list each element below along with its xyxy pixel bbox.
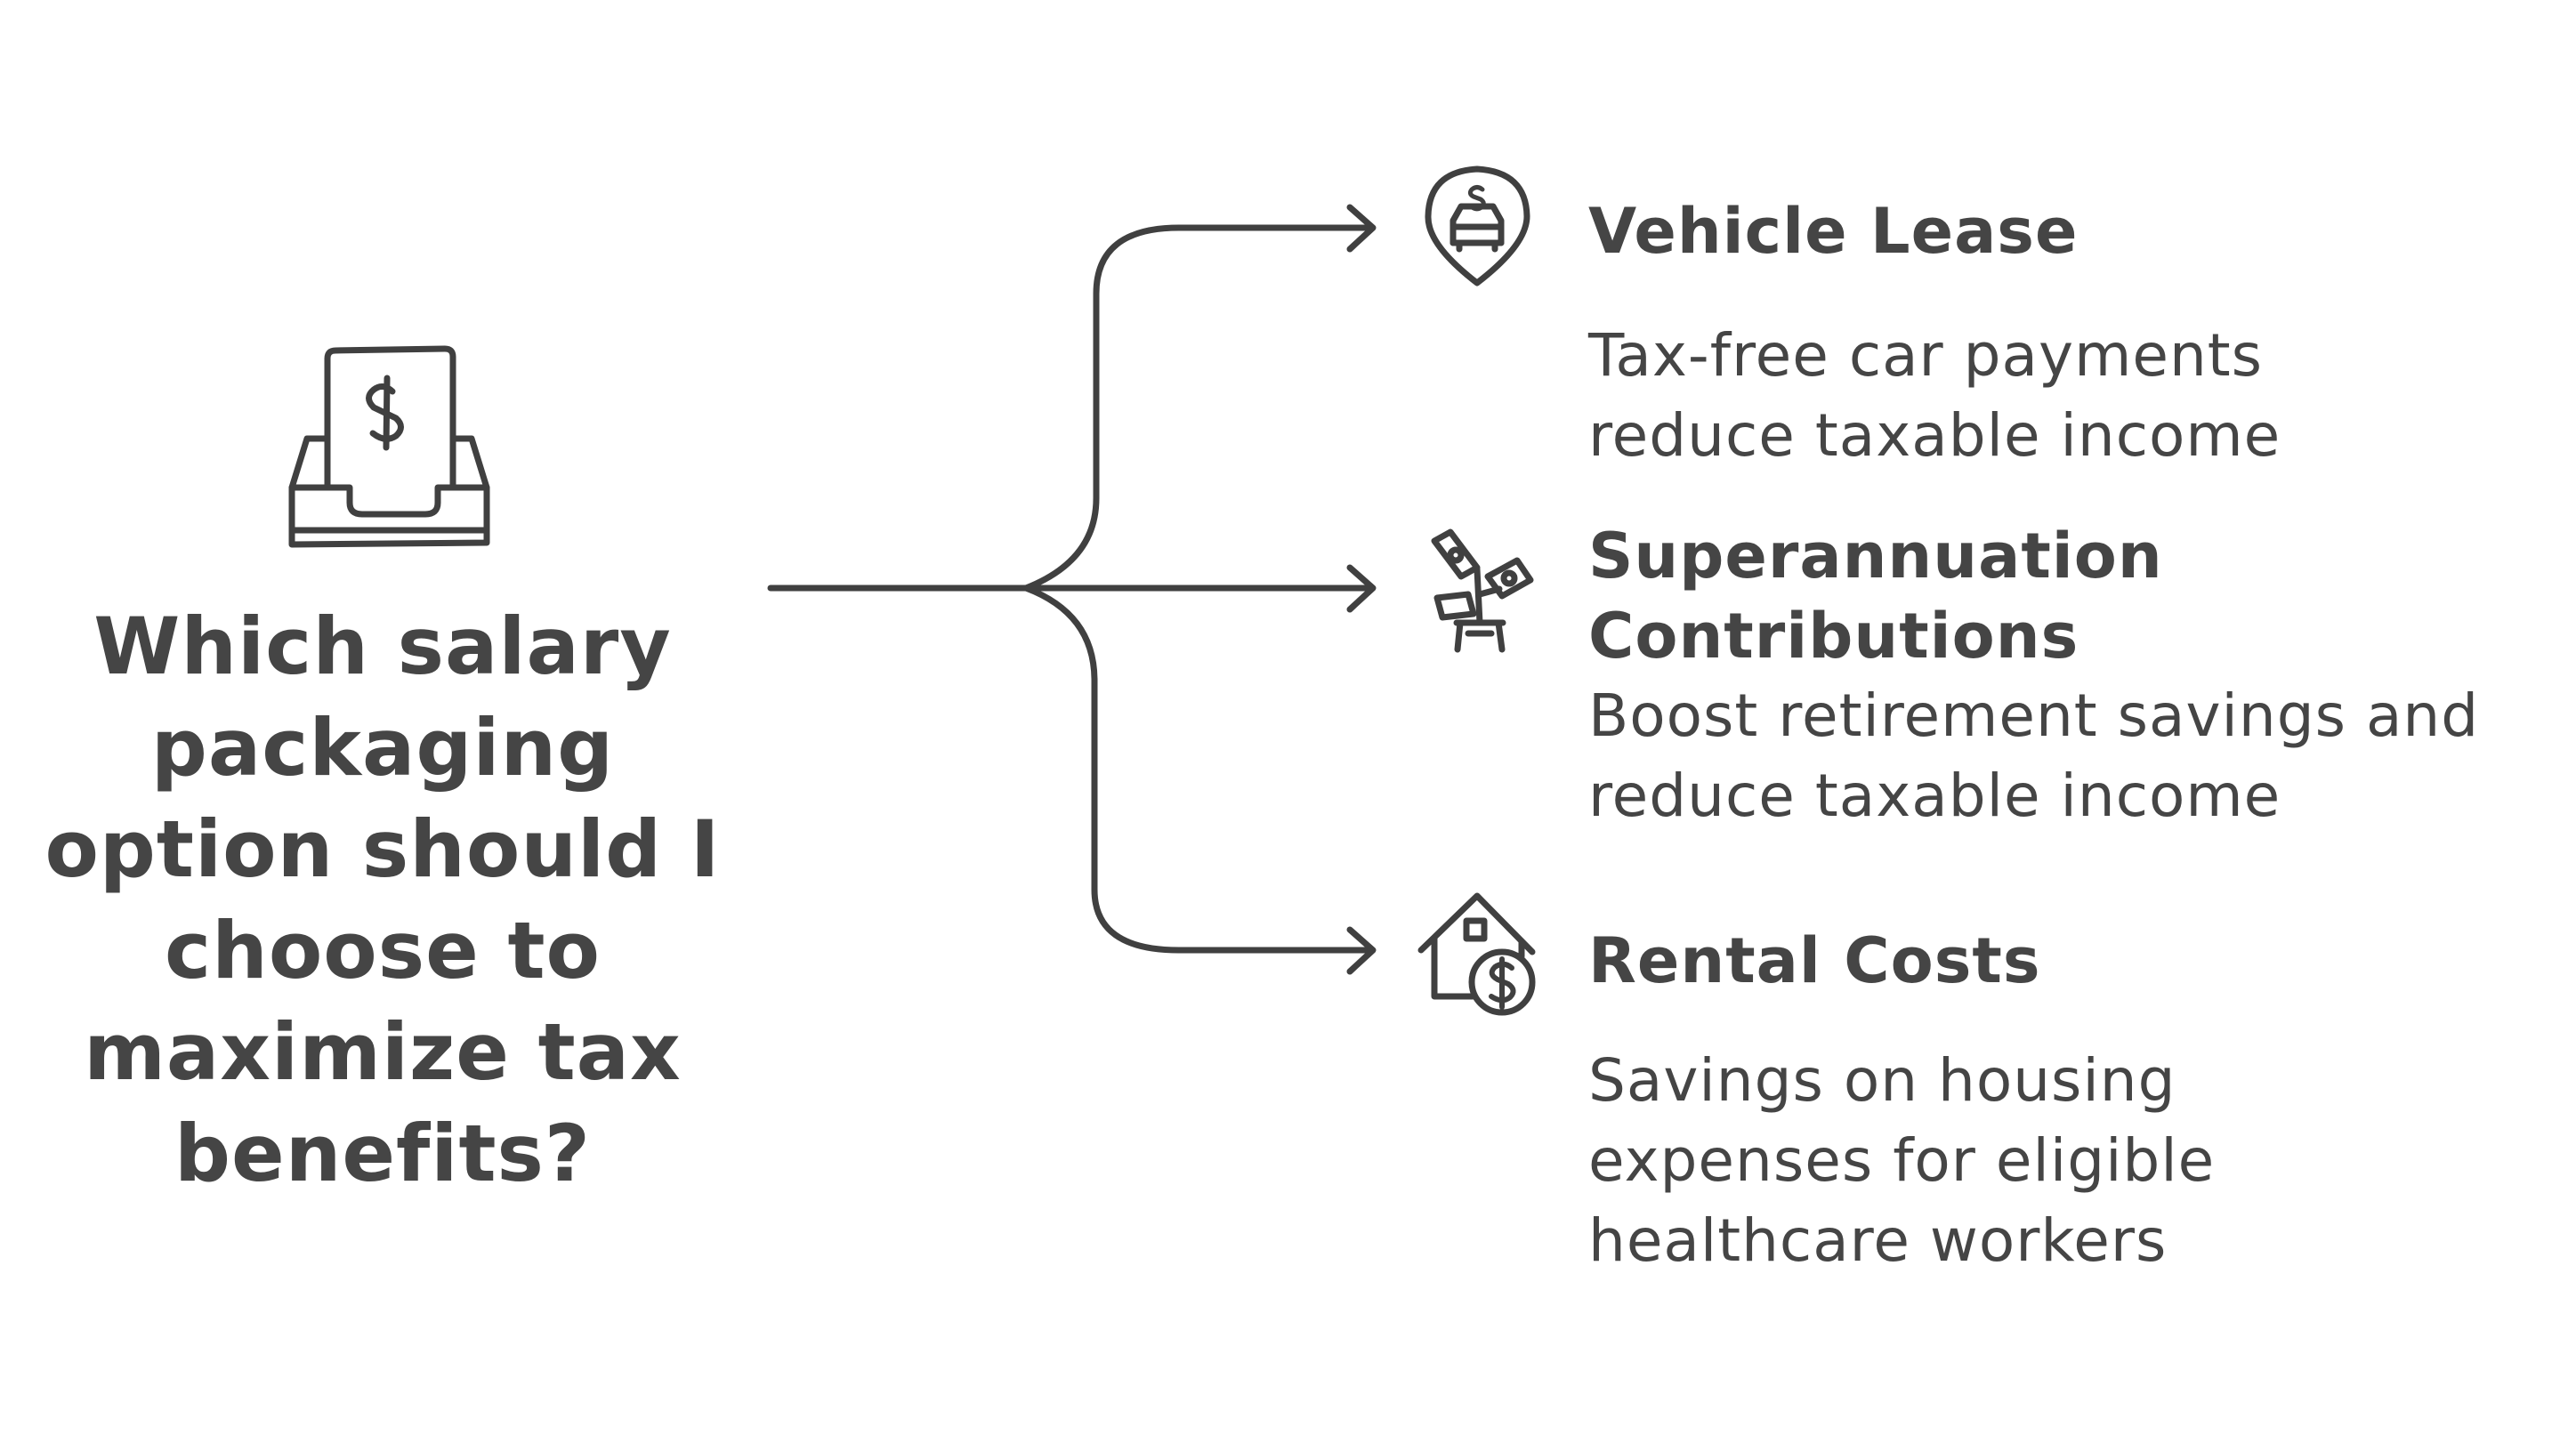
money-plant-icon [1431,528,1534,653]
car-location-pin-icon [1425,165,1530,286]
inbox-dollar-icon [288,345,490,548]
connector-lines [767,224,1371,954]
option-description-vehicle-lease: Tax-free car payments reduce taxable inc… [1588,321,2281,470]
option-title-rental-costs: Rental Costs [1588,924,2041,997]
option-title-vehicle-lease: Vehicle Lease [1588,195,2079,268]
arrowheads [1346,204,1377,975]
option-description-superannuation: Boost retirement savings and reduce taxa… [1588,681,2480,830]
house-dollar-icon [1417,892,1536,1016]
option-description-rental-costs: Savings on housing expenses for eligible… [1588,1046,2216,1275]
question-text: Which salary packaging option should I c… [44,601,721,1199]
option-title-superannuation: Superannuation Contributions [1588,520,2163,673]
